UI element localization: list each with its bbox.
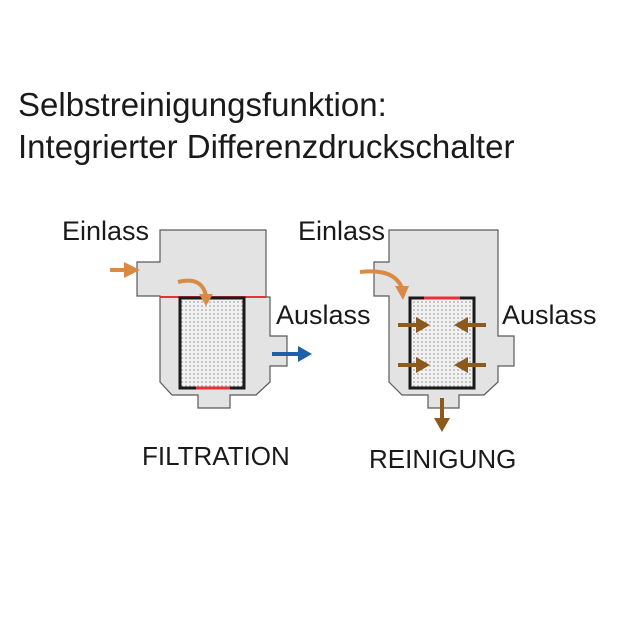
- cleaning-outlet-label: Auslass: [502, 300, 597, 330]
- filtration-flow-arrow: [177, 278, 213, 306]
- cleaning-inward-arrow-top-right: [454, 317, 486, 333]
- page-title: Selbstreinigungsfunktion: Integrierter D…: [18, 84, 514, 168]
- filtration-outlet-label: Auslass: [276, 300, 371, 330]
- filtration-outlet-arrow: [272, 346, 312, 362]
- cleaning-inlet-arrow: [359, 269, 409, 300]
- filtration-filter-element: [178, 296, 246, 390]
- cleaning-inward-arrow-bottom-left: [398, 357, 430, 373]
- filtration-inlet-label: Einlass: [62, 216, 150, 246]
- cleaning-inward-arrow-top-left: [398, 317, 430, 333]
- title-line-2: Integrierter Differenzdruckschalter: [18, 128, 515, 165]
- cleaning-filter-element: [408, 296, 476, 390]
- filtration-diagram: [110, 229, 312, 409]
- cleaning-inward-arrow-bottom-right: [454, 357, 486, 373]
- cleaning-caption: REINIGUNG: [369, 444, 517, 474]
- title-line-1: Selbstreinigungsfunktion:: [18, 86, 387, 123]
- cleaning-inlet-label: Einlass: [298, 216, 386, 246]
- cleaning-discharge-arrow: [434, 398, 450, 432]
- filtration-inlet-arrow: [110, 262, 140, 278]
- filtration-caption: FILTRATION: [142, 441, 290, 471]
- cleaning-diagram: [359, 229, 515, 432]
